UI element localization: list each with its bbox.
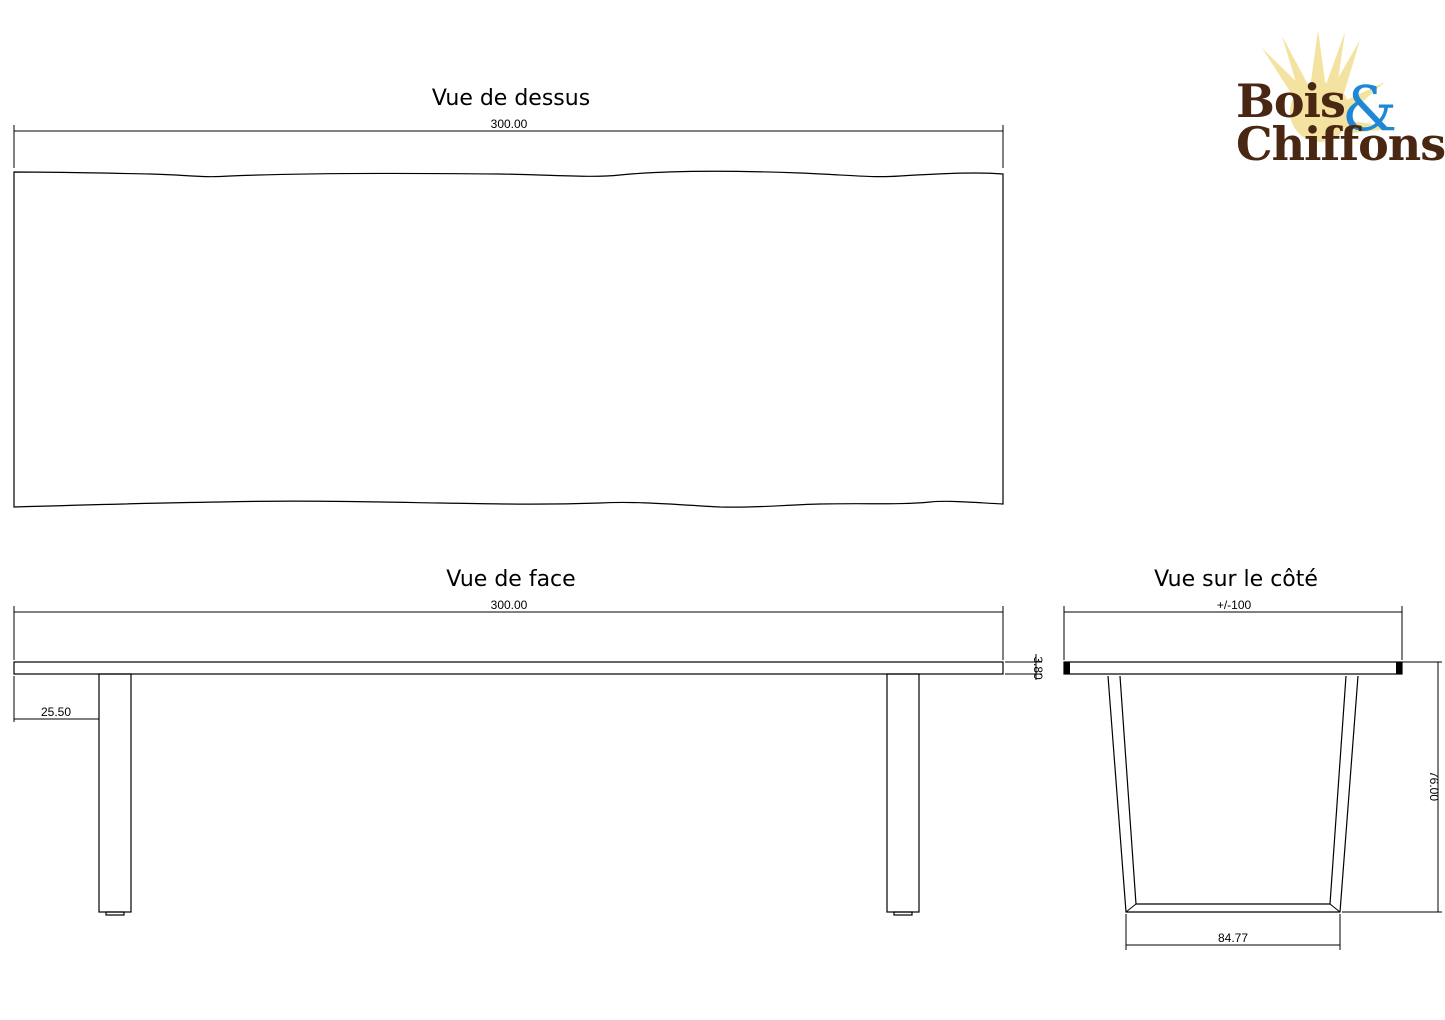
- front-view-title: Vue de face: [446, 567, 575, 592]
- side-view: Vue sur le côté +/-100 76.00 84.77: [1063, 567, 1442, 950]
- height-label: 76.00: [1427, 771, 1441, 801]
- logo-word-bois: Bois: [1236, 74, 1345, 128]
- front-length-label: 300.00: [491, 598, 528, 612]
- front-foot-left: [105, 911, 125, 916]
- front-table-top: [13, 661, 1004, 675]
- leg-offset-label: 25.50: [41, 705, 71, 719]
- side-top-edge-right: [1396, 662, 1402, 674]
- logo-ampersand: &: [1342, 72, 1397, 145]
- side-table-top: [1063, 661, 1403, 675]
- front-foot-right: [893, 911, 913, 916]
- top-view: Vue de dessus 300.00: [13, 86, 1004, 508]
- sun-icon: [1262, 30, 1398, 142]
- top-length-label: 300.00: [491, 117, 528, 131]
- base-width-label: 84.77: [1218, 931, 1248, 945]
- side-frame-corner-right: [1329, 903, 1341, 913]
- top-view-title: Vue de dessus: [432, 86, 590, 111]
- front-leg-right: [886, 673, 920, 913]
- table-top-outline: [13, 170, 1004, 508]
- thickness-label: 3.80: [1031, 656, 1045, 680]
- side-top-edge-left: [1064, 662, 1070, 674]
- side-width-label: +/-100: [1217, 598, 1252, 612]
- front-leg-left: [98, 673, 132, 913]
- side-frame-corner-left: [1125, 903, 1137, 913]
- side-view-title: Vue sur le côté: [1154, 567, 1318, 592]
- front-view: Vue de face 300.00 3.80 25.50: [13, 567, 1045, 916]
- side-leg-frame-outer: [1107, 675, 1359, 913]
- side-leg-frame-inner: [1119, 675, 1347, 905]
- bois-chiffons-logo: Bois & Chiffons: [1236, 30, 1445, 171]
- logo-word-chiffons: Chiffons: [1236, 117, 1445, 171]
